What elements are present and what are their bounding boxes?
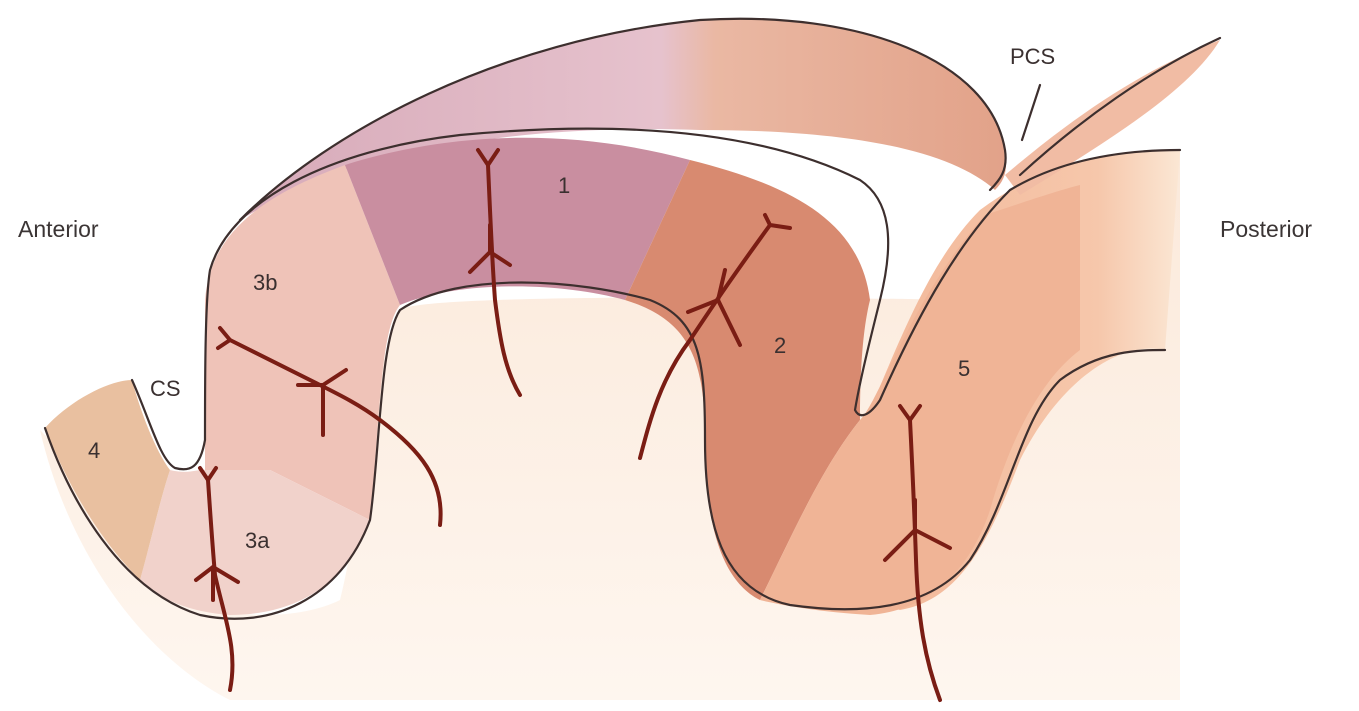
- area-1-label: 1: [558, 175, 570, 197]
- area-5-label: 5: [958, 358, 970, 380]
- area-2-label: 2: [774, 335, 786, 357]
- cs-label: CS: [150, 378, 181, 400]
- anterior-label: Anterior: [18, 218, 99, 241]
- posterior-label: Posterior: [1220, 218, 1312, 241]
- area-4-label: 4: [88, 440, 100, 462]
- pcs-label: PCS: [1010, 46, 1055, 68]
- pcs-pointer-line: [1022, 85, 1040, 140]
- area-3b-label: 3b: [253, 272, 277, 294]
- area-3a-label: 3a: [245, 530, 269, 552]
